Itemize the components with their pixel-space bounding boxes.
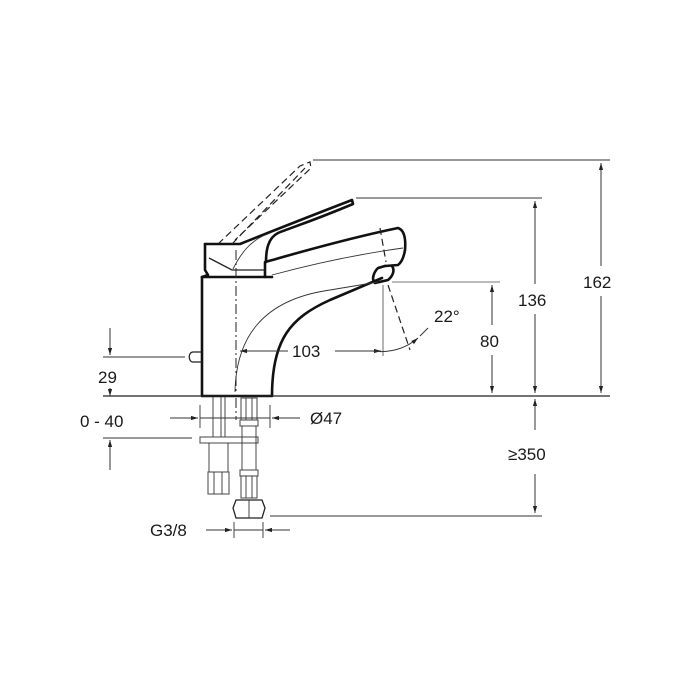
dim-outlet-height: 80 xyxy=(392,281,500,393)
dim-thread: G3/8 xyxy=(150,521,290,540)
dim-total-height: 162 xyxy=(313,159,611,393)
underside-connections xyxy=(199,396,266,519)
dim-base-diameter: Ø47 xyxy=(170,405,342,428)
dim-deck-thickness: 0 - 40 xyxy=(80,412,192,470)
dim-hose-length: ≥350 xyxy=(270,399,546,517)
label-162: 162 xyxy=(583,273,611,292)
label-29: 29 xyxy=(98,368,117,387)
label-22-deg: 22° xyxy=(434,307,460,326)
label-80: 80 xyxy=(480,332,499,351)
dim-lever-height: 136 xyxy=(356,197,546,393)
label-103: 103 xyxy=(292,342,320,361)
dim-popup-height: 29 xyxy=(98,328,185,396)
label-diameter-47: Ø47 xyxy=(310,409,342,428)
dim-spout-reach: 103 22° xyxy=(240,285,460,361)
label-0-40: 0 - 40 xyxy=(80,412,123,431)
label-min-350: ≥350 xyxy=(508,445,546,464)
faucet-outline xyxy=(188,161,411,398)
label-136: 136 xyxy=(518,291,546,310)
label-g3-8: G3/8 xyxy=(150,521,187,540)
